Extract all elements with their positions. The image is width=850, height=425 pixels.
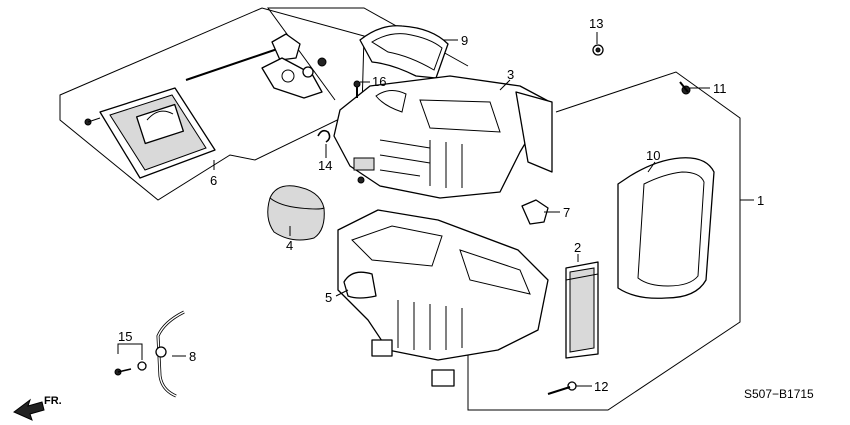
callout-15: 15 xyxy=(118,329,132,344)
filter-lid-part xyxy=(84,87,216,179)
heater-core-2-part xyxy=(565,261,599,359)
screw-11-part xyxy=(679,81,691,95)
upper-case-part xyxy=(333,75,553,199)
screw-16-part xyxy=(353,80,361,98)
nut-13-part xyxy=(592,44,604,56)
direction-label: FR. xyxy=(44,395,62,407)
sponge-4-part xyxy=(267,185,325,241)
diagram-code: S507−B1715 xyxy=(744,387,814,401)
clip-7-part xyxy=(521,199,549,225)
callout-4: 4 xyxy=(286,238,293,253)
callout-14: 14 xyxy=(318,158,332,173)
callout-8: 8 xyxy=(189,349,196,364)
callout-9: 9 xyxy=(461,33,468,48)
bolt-12-part xyxy=(547,381,577,395)
callout-7: 7 xyxy=(563,205,570,220)
linkage-rod-part xyxy=(185,33,327,99)
seal-9-part xyxy=(359,25,449,79)
callout-2: 2 xyxy=(574,240,581,255)
callout-12: 12 xyxy=(594,379,608,394)
leader-lines xyxy=(117,32,754,387)
lower-case-part xyxy=(337,209,549,387)
callout-6: 6 xyxy=(210,173,217,188)
callout-1: 1 xyxy=(757,193,764,208)
callout-5: 5 xyxy=(325,290,332,305)
callout-3: 3 xyxy=(507,67,514,82)
callout-10: 10 xyxy=(646,148,660,163)
screws-15-part xyxy=(114,361,147,376)
filter-group-outline xyxy=(59,7,365,201)
callout-13: 13 xyxy=(589,16,603,31)
callout-11: 11 xyxy=(713,81,727,96)
tube-8-part xyxy=(155,310,185,398)
assembly-outline xyxy=(467,71,741,411)
callout-16: 16 xyxy=(372,74,386,89)
clip-14-part xyxy=(317,129,331,143)
seal-10-part xyxy=(617,157,715,299)
front-direction-arrow-icon xyxy=(13,398,45,421)
